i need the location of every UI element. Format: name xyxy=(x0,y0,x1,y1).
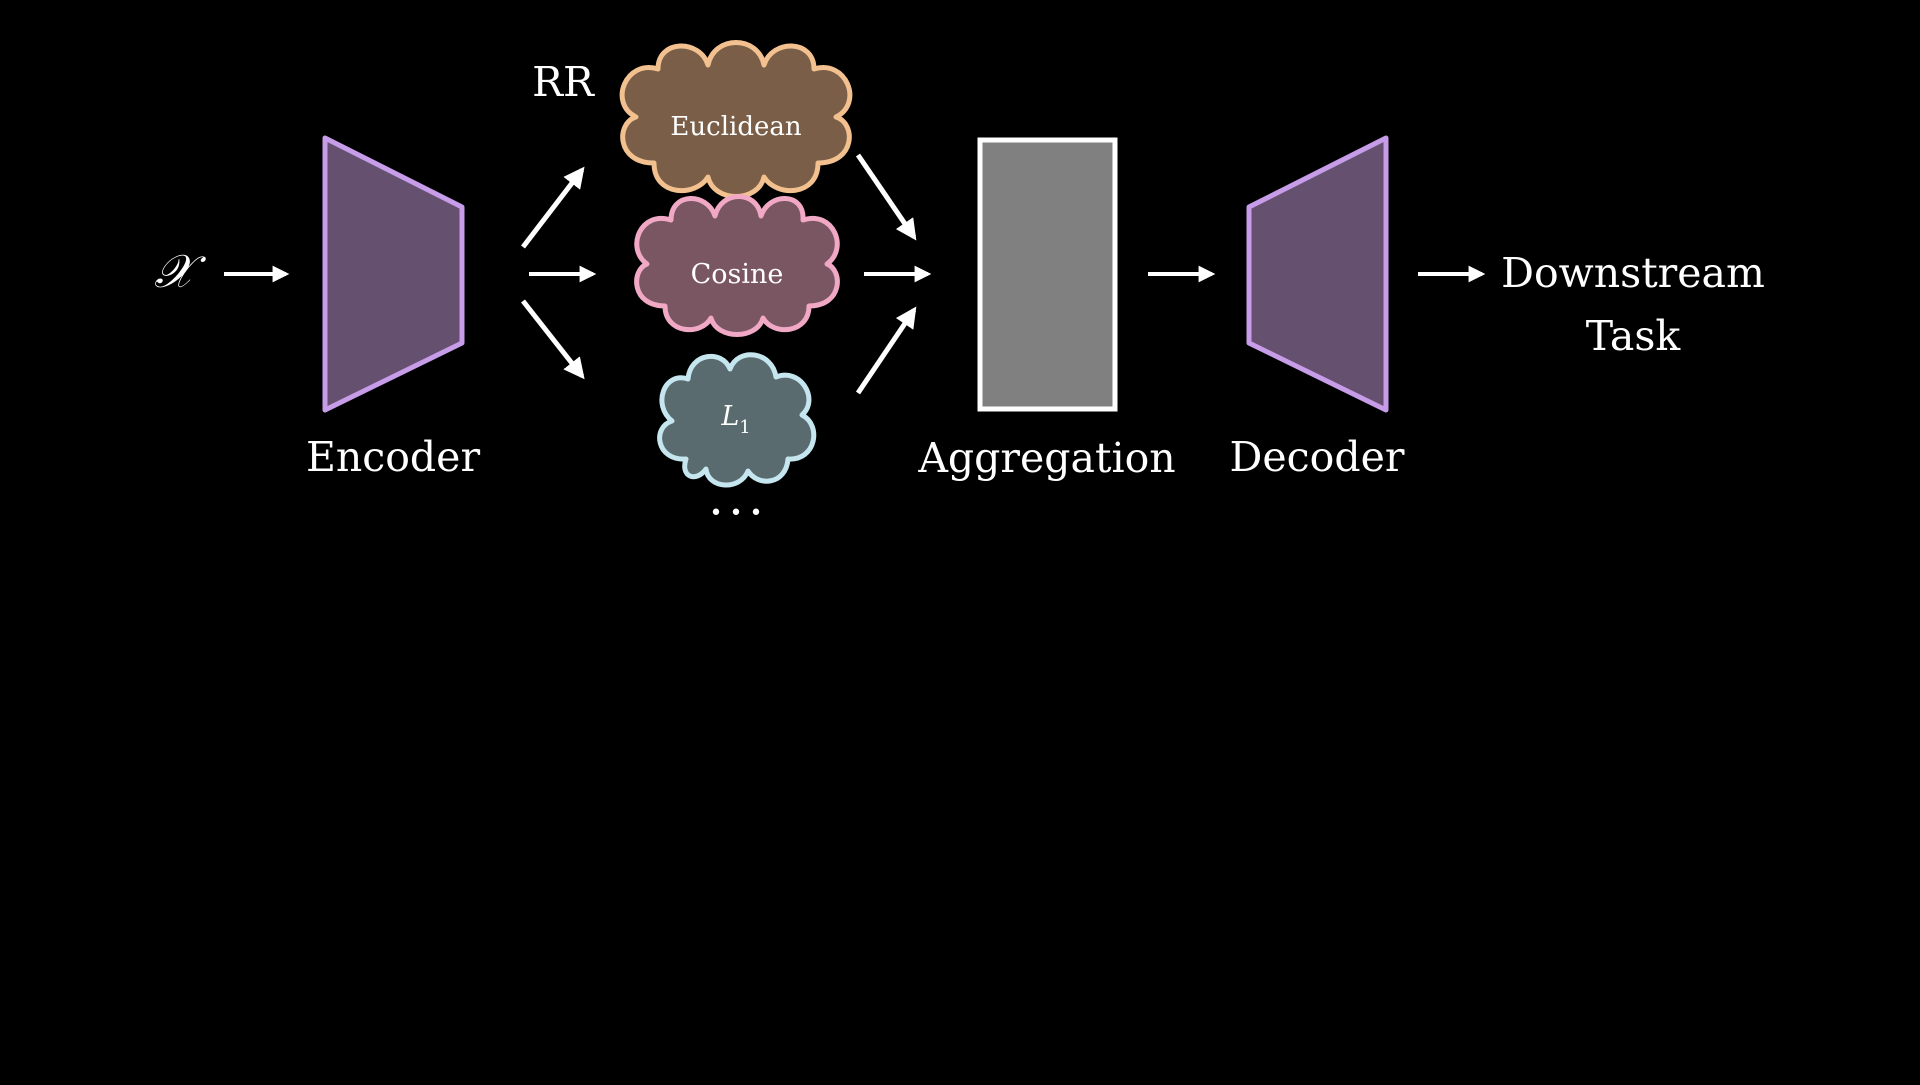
cloud-l1-letter: L xyxy=(720,401,739,432)
rr-label: RR xyxy=(532,58,595,106)
arrow-euclidean-to-aggregation xyxy=(855,153,917,241)
cloud-euclidean: Euclidean xyxy=(619,40,853,199)
cloud-l1-subscript: 1 xyxy=(739,417,750,438)
encoder-label: Encoder xyxy=(306,433,480,481)
decoder-block xyxy=(1246,135,1389,413)
aggregation-label: Aggregation xyxy=(917,434,1175,482)
cloud-l1: L1 xyxy=(657,352,817,488)
output-label-line2: Task xyxy=(1586,312,1682,360)
cloud-l1-shape xyxy=(657,352,817,488)
input-symbol: 𝒳 xyxy=(154,244,206,298)
cloud-euclidean-shape xyxy=(619,40,853,199)
encoder-block xyxy=(322,135,465,413)
cloud-cosine-label: Cosine xyxy=(691,259,784,290)
decoder-label: Decoder xyxy=(1230,433,1405,481)
cloud-l1-label: L1 xyxy=(720,401,750,438)
more-ellipsis: • • • xyxy=(710,501,763,526)
cloud-cosine: Cosine xyxy=(634,194,840,337)
cloud-euclidean-label: Euclidean xyxy=(670,112,801,142)
arrow-l1-to-aggregation xyxy=(855,306,917,395)
arrow-encoder-to-euclidean xyxy=(521,166,585,249)
cloud-cosine-shape xyxy=(634,194,840,337)
output-label-line1: Downstream xyxy=(1501,249,1765,297)
arrow-encoder-to-l1 xyxy=(521,299,585,380)
aggregation-block xyxy=(977,137,1118,412)
